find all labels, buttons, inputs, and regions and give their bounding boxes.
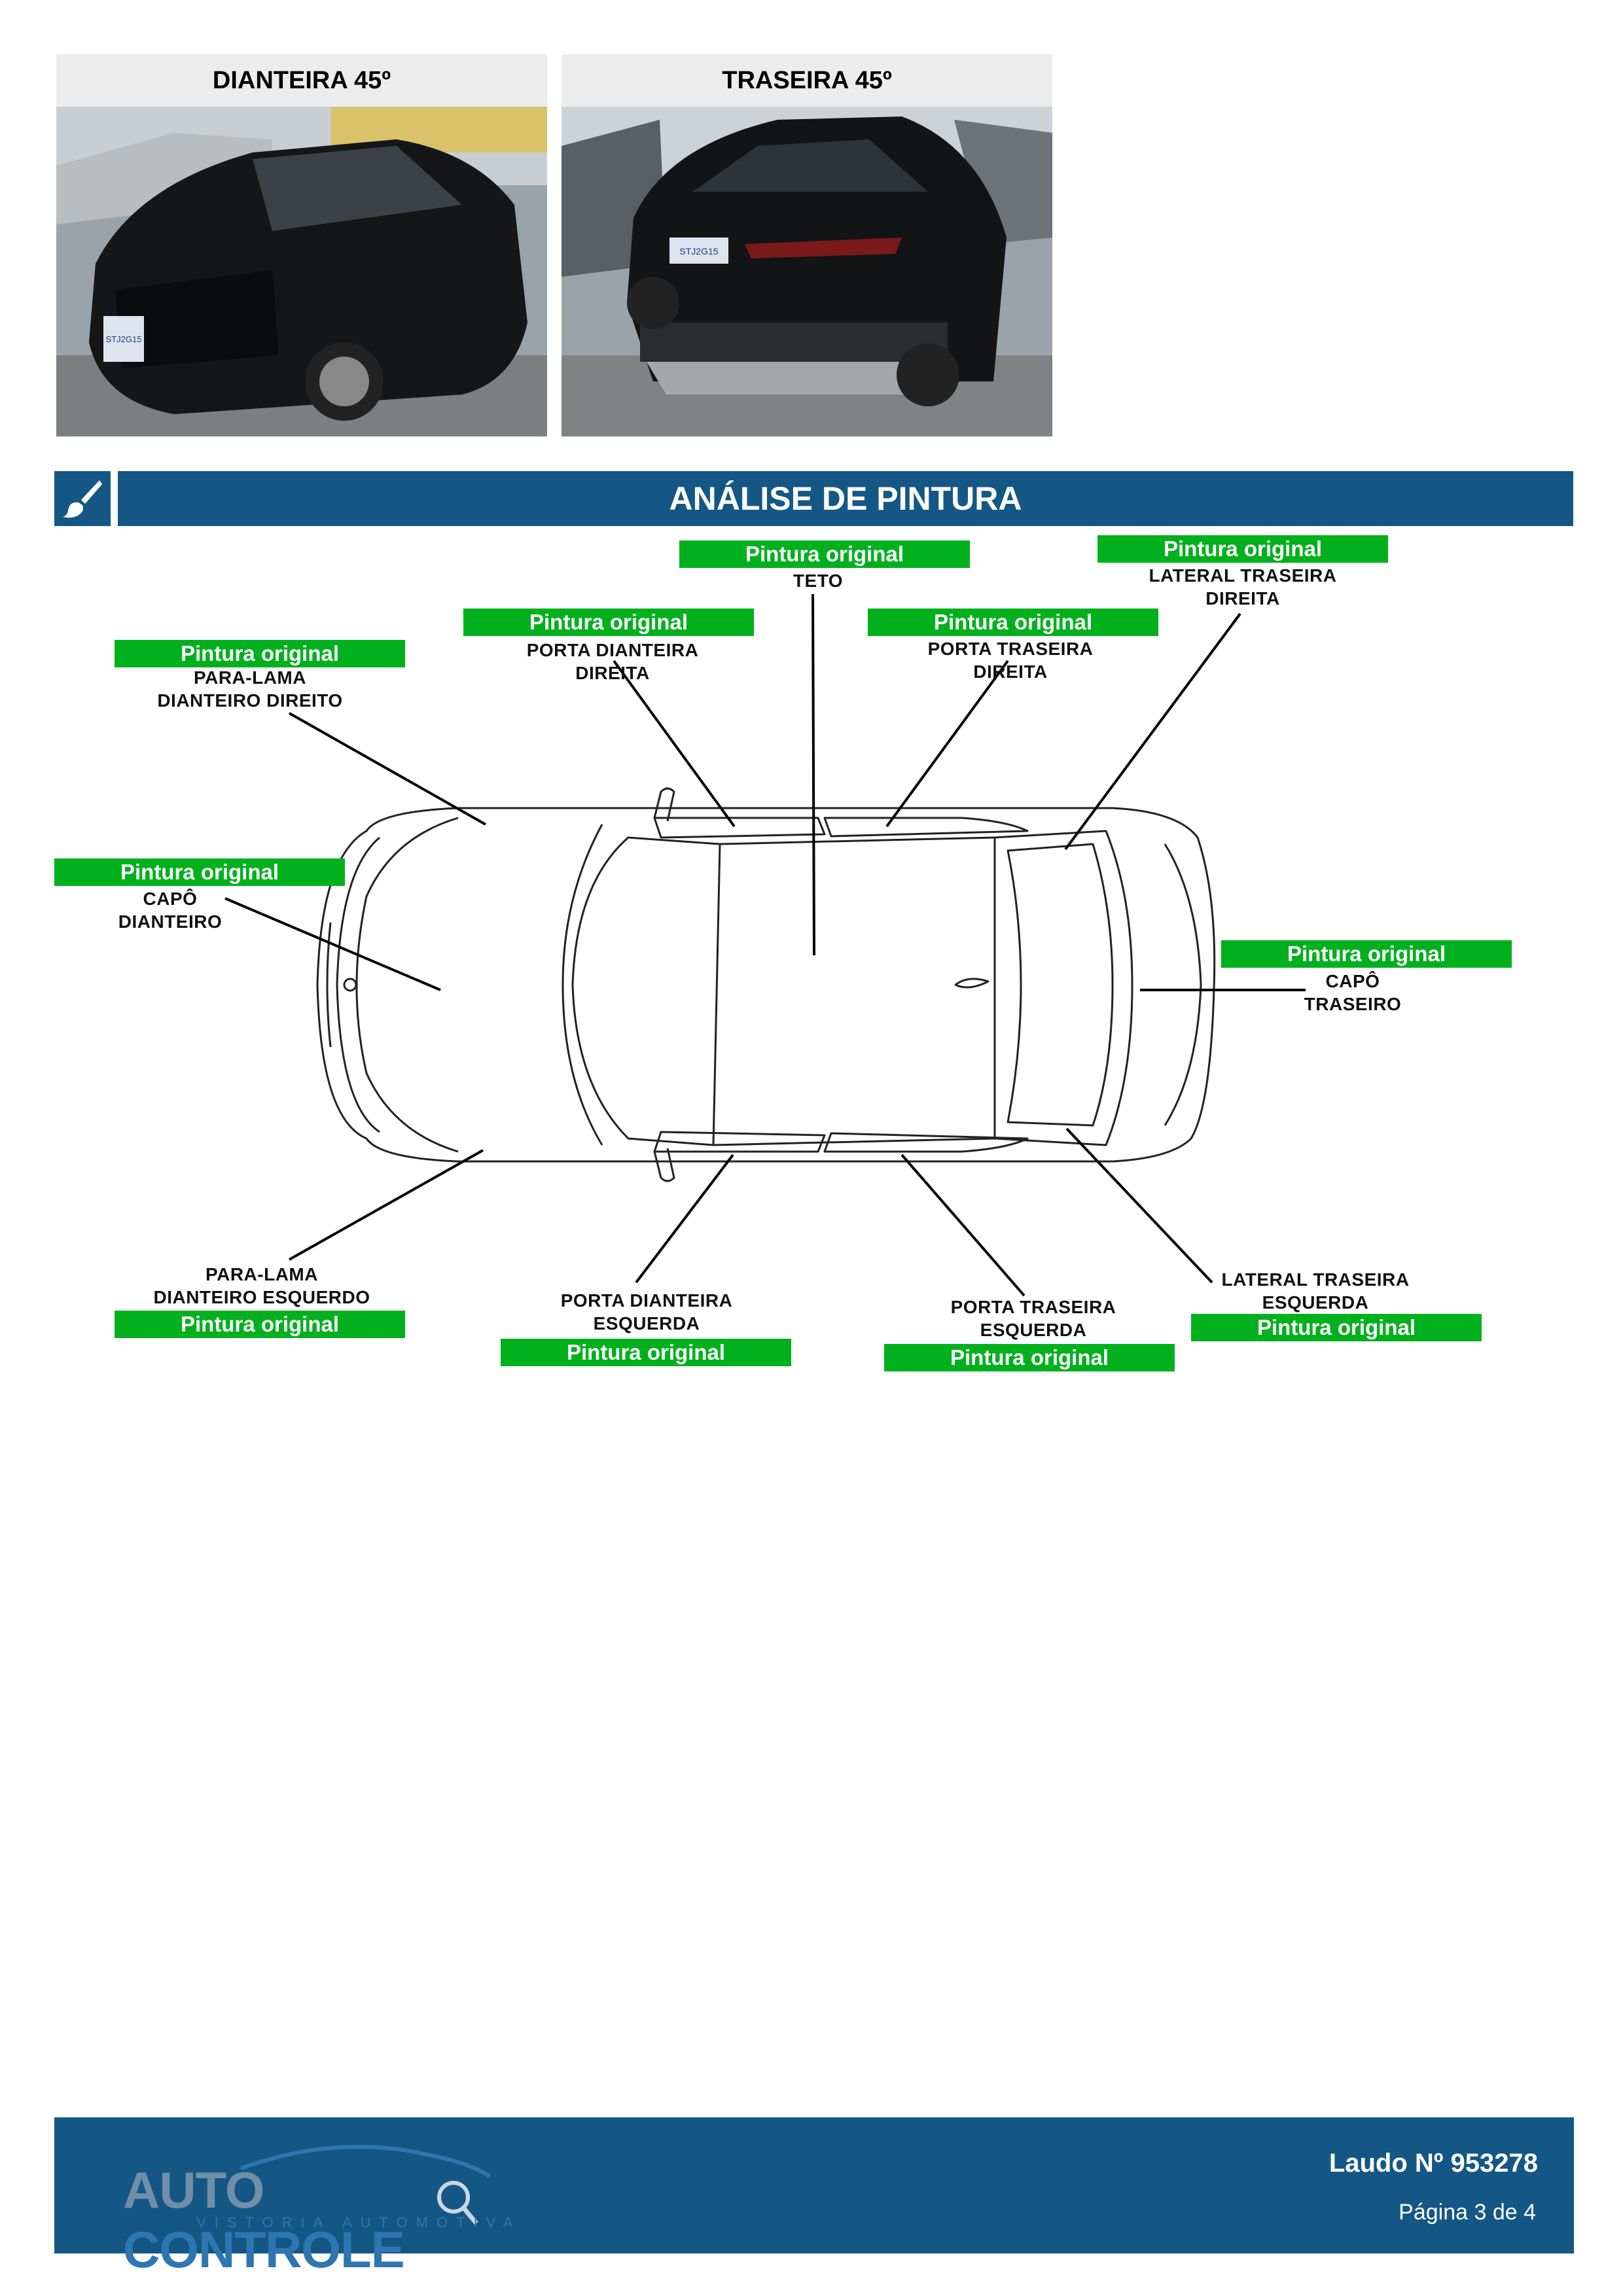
logo-text-accent: CONTROLE <box>123 2221 405 2278</box>
photo-front: DIANTEIRA 45º STJ2G15 <box>56 54 547 436</box>
company-logo: AUTO CONTROLE VISTORIA AUTOMOTIVA <box>123 2137 555 2278</box>
photo-front-caption: DIANTEIRA 45º <box>56 54 547 107</box>
status-badge-porta-traseira-direita: Pintura original <box>868 609 1158 636</box>
photo-rear-plate: STJ2G15 <box>679 246 718 256</box>
section-title: ANÁLISE DE PINTURA <box>118 471 1573 526</box>
status-badge-porta-traseira-esquerda: Pintura original <box>884 1344 1175 1371</box>
status-badge-lateral-traseira-esquerda: Pintura original <box>1191 1314 1482 1341</box>
label-capo-dianteiro: CAPÔ DIANTEIRO <box>118 889 223 932</box>
logo-subtitle: VISTORIA AUTOMOTIVA <box>196 2214 522 2231</box>
status-badge-teto: Pintura original <box>679 540 970 568</box>
status-badge-porta-dianteira-direita: Pintura original <box>463 609 754 636</box>
photo-front-plate: STJ2G15 <box>106 334 142 344</box>
status-badge-capo-dianteiro: Pintura original <box>54 858 345 886</box>
label-teto: TETO <box>793 571 844 591</box>
status-badge-para-lama-dianteiro-esquerdo: Pintura original <box>115 1311 405 1338</box>
paint-diagram: Pintura original TETO Pintura original L… <box>0 530 1623 1400</box>
label-porta-traseira-esquerda: PORTA TRASEIRA ESQUERDA <box>950 1297 1116 1340</box>
photo-rear-image: STJ2G15 <box>562 107 1052 436</box>
photo-rear-caption: TRASEIRA 45º <box>562 54 1052 107</box>
report-number: Laudo Nº 953278 <box>1329 2149 1538 2178</box>
label-para-lama-dianteiro-direito: PARA-LAMA DIANTEIRO DIREITO <box>157 667 343 711</box>
label-porta-dianteira-direita: PORTA DIANTEIRA DIREITA <box>526 640 699 683</box>
photo-rear: TRASEIRA 45º STJ2G15 <box>562 54 1052 436</box>
car-swoosh-icon <box>240 2144 491 2225</box>
label-para-lama-dianteiro-esquerdo: PARA-LAMA DIANTEIRO ESQUERDO <box>153 1264 370 1307</box>
page-footer: AUTO CONTROLE VISTORIA AUTOMOTIVA Laudo … <box>54 2117 1574 2278</box>
status-badge-lateral-traseira-direita: Pintura original <box>1097 535 1388 563</box>
status-badge-para-lama-dianteiro-direito: Pintura original <box>115 640 405 667</box>
label-lateral-traseira-esquerda: LATERAL TRASEIRA ESQUERDA <box>1221 1269 1410 1313</box>
photo-front-image: STJ2G15 <box>56 107 547 436</box>
paintbrush-icon <box>54 471 111 526</box>
status-badge-capo-traseiro: Pintura original <box>1221 940 1512 968</box>
label-capo-traseiro: CAPÔ TRASEIRO <box>1304 971 1402 1014</box>
logo-text-main: AUTO <box>123 2161 265 2219</box>
label-porta-dianteira-esquerda: PORTA DIANTEIRA ESQUERDA <box>560 1290 733 1333</box>
leader-lines <box>224 593 1306 1297</box>
label-porta-traseira-direita: PORTA TRASEIRA DIREITA <box>927 639 1094 682</box>
car-top-view <box>224 593 1306 1297</box>
page-number: Página 3 de 4 <box>1399 2200 1536 2225</box>
status-badge-porta-dianteira-esquerda: Pintura original <box>501 1339 791 1366</box>
label-lateral-traseira-direita: LATERAL TRASEIRA DIREITA <box>1149 565 1337 609</box>
